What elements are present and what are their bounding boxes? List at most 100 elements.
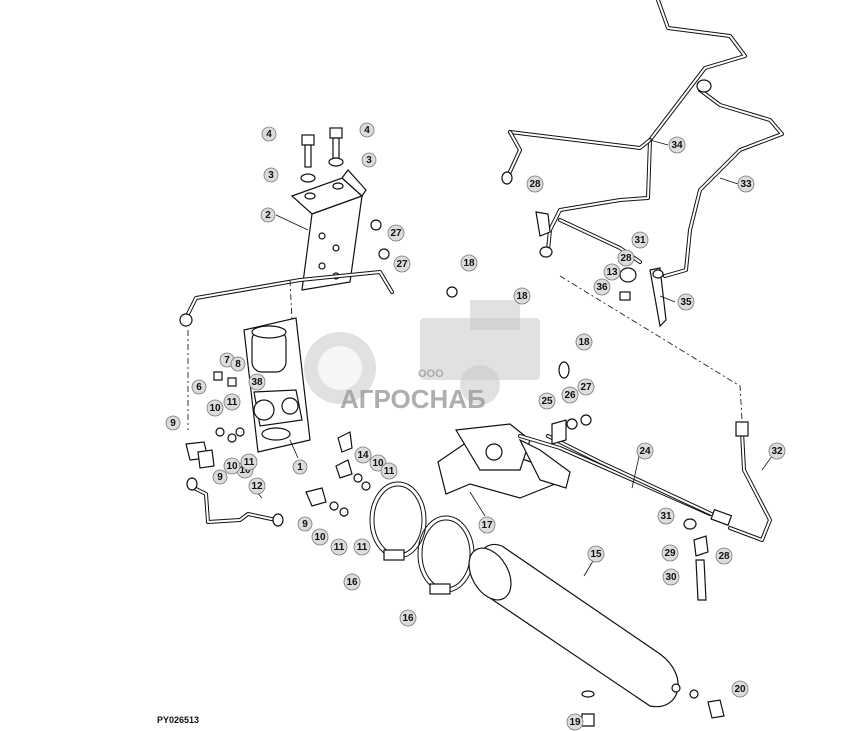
callout-30: 30	[662, 568, 680, 586]
callout-9: 9	[212, 469, 228, 485]
callout-27: 27	[393, 255, 411, 273]
callout-number: 38	[251, 377, 263, 388]
callout-number: 28	[529, 179, 541, 190]
callout-bubble	[311, 528, 329, 546]
callout-11: 11	[380, 462, 398, 480]
callout-20: 20	[731, 680, 749, 698]
callout-number: 18	[578, 337, 590, 348]
callout-number: 29	[664, 548, 676, 559]
callout-bubble	[460, 254, 478, 272]
callout-bubble	[354, 446, 372, 464]
callout-35: 35	[677, 293, 695, 311]
callout-number: 14	[357, 450, 369, 461]
callout-number: 30	[665, 572, 677, 583]
clamp-35	[535, 211, 667, 328]
callout-bubble	[577, 378, 595, 396]
callout-bubble	[380, 462, 398, 480]
callout-number: 3	[268, 170, 274, 181]
callout-number: 11	[357, 542, 368, 553]
callout-17: 17	[478, 516, 496, 534]
callout-number: 18	[463, 258, 475, 269]
callout-number: 35	[680, 297, 692, 308]
left-line	[179, 270, 394, 441]
callout-10: 10	[311, 528, 329, 546]
callout-bubble	[263, 167, 279, 183]
callout-bubble	[538, 392, 556, 410]
callout-number: 27	[580, 382, 592, 393]
callout-bubble	[768, 442, 786, 460]
callout-number: 9	[217, 472, 223, 483]
callout-bubble	[587, 545, 605, 563]
callout-33: 33	[737, 175, 755, 193]
callout-31: 31	[631, 231, 649, 249]
callout-number: 10	[239, 465, 251, 476]
callout-11: 11	[353, 538, 371, 556]
callout-bubble	[343, 573, 361, 591]
callout-3: 3	[361, 152, 377, 168]
callout-bubble	[206, 399, 224, 417]
callout-number: 10	[226, 461, 238, 472]
mounting-bracket	[290, 127, 390, 291]
callout-36: 36	[593, 278, 611, 296]
line-24	[518, 275, 772, 542]
callout-18: 18	[513, 287, 531, 305]
callout-number: 25	[541, 396, 553, 407]
callout-number: 27	[396, 259, 408, 270]
callout-number: 8	[235, 359, 241, 370]
support-bracket	[437, 423, 571, 499]
callout-bubble	[526, 175, 544, 193]
callout-bubble	[393, 255, 411, 273]
callout-number: 4	[266, 129, 272, 140]
callout-number: 11	[334, 542, 345, 553]
air-tank	[468, 543, 725, 727]
callout-bubble	[513, 287, 531, 305]
callout-bubble	[353, 538, 371, 556]
callout-24: 24	[636, 442, 654, 460]
callout-11: 11	[330, 538, 348, 556]
callout-number: 9	[302, 519, 308, 530]
callout-number: 11	[244, 457, 255, 468]
callout-9: 9	[297, 516, 313, 532]
callout-bubble	[330, 538, 348, 556]
callout-bubble	[575, 333, 593, 351]
callout-29: 29	[661, 544, 679, 562]
callout-19: 19	[566, 713, 584, 731]
callout-bubble	[165, 415, 181, 431]
watermark-company: ООО	[418, 368, 444, 380]
callout-number: 10	[209, 403, 221, 414]
callout-number: 11	[227, 397, 238, 408]
callout-16: 16	[399, 609, 417, 627]
callout-number: 6	[196, 382, 202, 393]
callout-10: 10	[206, 399, 224, 417]
callout-11: 11	[223, 393, 241, 411]
callout-number: 27	[390, 228, 402, 239]
callout-bubble	[715, 547, 733, 565]
callout-bubble	[566, 713, 584, 731]
left-fittings	[185, 371, 371, 527]
callout-number: 28	[620, 253, 632, 264]
callout-28: 28	[617, 249, 635, 267]
callout-14: 14	[354, 446, 372, 464]
callout-32: 32	[768, 442, 786, 460]
callout-number: 24	[639, 446, 651, 457]
callout-number: 16	[346, 577, 358, 588]
callout-bubble	[361, 152, 377, 168]
callout-bubble	[668, 136, 686, 154]
callout-27: 27	[387, 224, 405, 242]
right-fittings	[446, 286, 709, 601]
callout-bubble	[223, 457, 241, 475]
callout-number: 18	[516, 291, 528, 302]
callout-18: 18	[460, 254, 478, 272]
callout-27: 27	[577, 378, 595, 396]
callout-number: 33	[740, 179, 752, 190]
callout-number: 17	[481, 520, 493, 531]
callout-number: 36	[596, 282, 608, 293]
callout-18: 18	[575, 333, 593, 351]
callout-bubble	[657, 507, 675, 525]
callout-15: 15	[587, 545, 605, 563]
figure-reference-code: PY026513	[157, 715, 199, 725]
callout-number: 12	[251, 481, 263, 492]
callout-number: 31	[634, 235, 646, 246]
callout-number: 1	[297, 462, 303, 473]
